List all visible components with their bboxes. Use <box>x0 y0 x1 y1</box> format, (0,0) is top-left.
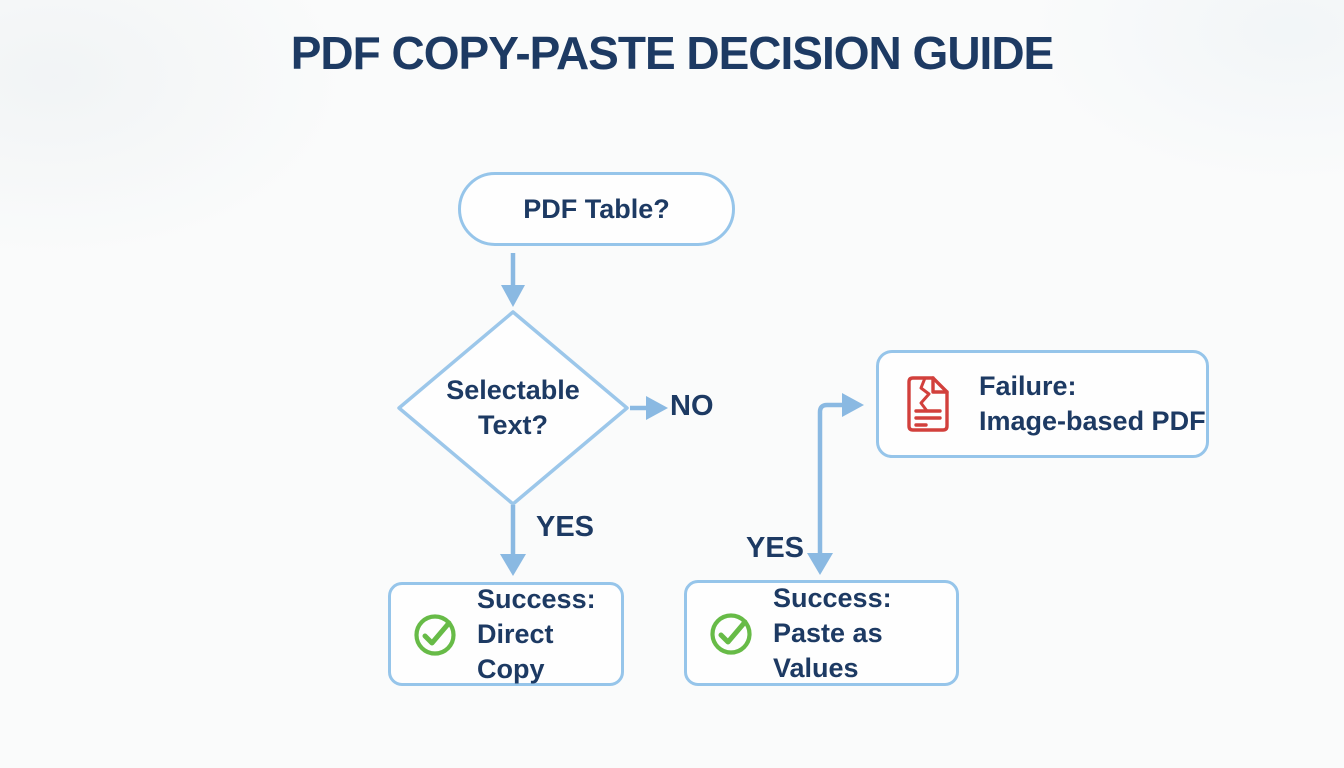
failure-node-label: Failure: Image-based PDF <box>979 369 1206 439</box>
success-direct-line2: Direct Copy <box>477 618 554 684</box>
success-paste-node: Success: Paste as Values <box>684 580 959 686</box>
edge-yes-direct-arrow <box>500 505 526 576</box>
success-paste-line1: Success: <box>773 582 892 613</box>
edge-label-yes-direct: YES <box>536 511 595 543</box>
check-circle-icon <box>411 610 459 658</box>
edge-label-yes-paste: YES <box>746 532 805 564</box>
edge-start-to-decision <box>501 253 525 307</box>
failure-node: Failure: Image-based PDF <box>876 350 1209 458</box>
decision-node-label: Selectable Text? <box>423 373 603 443</box>
failure-label-line1: Failure: <box>979 371 1077 401</box>
success-direct-line1: Success: <box>477 583 596 614</box>
edge-right-connector <box>807 393 864 575</box>
success-direct-label: Success: Direct Copy <box>477 582 621 687</box>
edge-label-no: NO <box>670 390 714 422</box>
check-circle-icon <box>707 609 755 657</box>
decision-diamond-shape <box>397 310 629 506</box>
edge-no-arrow <box>630 396 668 420</box>
broken-document-icon <box>901 373 955 435</box>
decision-label-line1: Selectable <box>446 375 580 405</box>
decision-label-line2: Text? <box>477 410 548 440</box>
success-paste-label: Success: Paste as Values <box>773 581 956 686</box>
success-direct-node: Success: Direct Copy <box>388 582 624 686</box>
page-title: PDF COPY-PASTE DECISION GUIDE <box>290 27 1054 79</box>
success-paste-line2: Paste as Values <box>773 617 883 683</box>
failure-label-line2: Image-based PDF <box>979 406 1206 436</box>
start-node-label: PDF Table? <box>523 193 670 224</box>
start-node: PDF Table? <box>458 172 735 246</box>
